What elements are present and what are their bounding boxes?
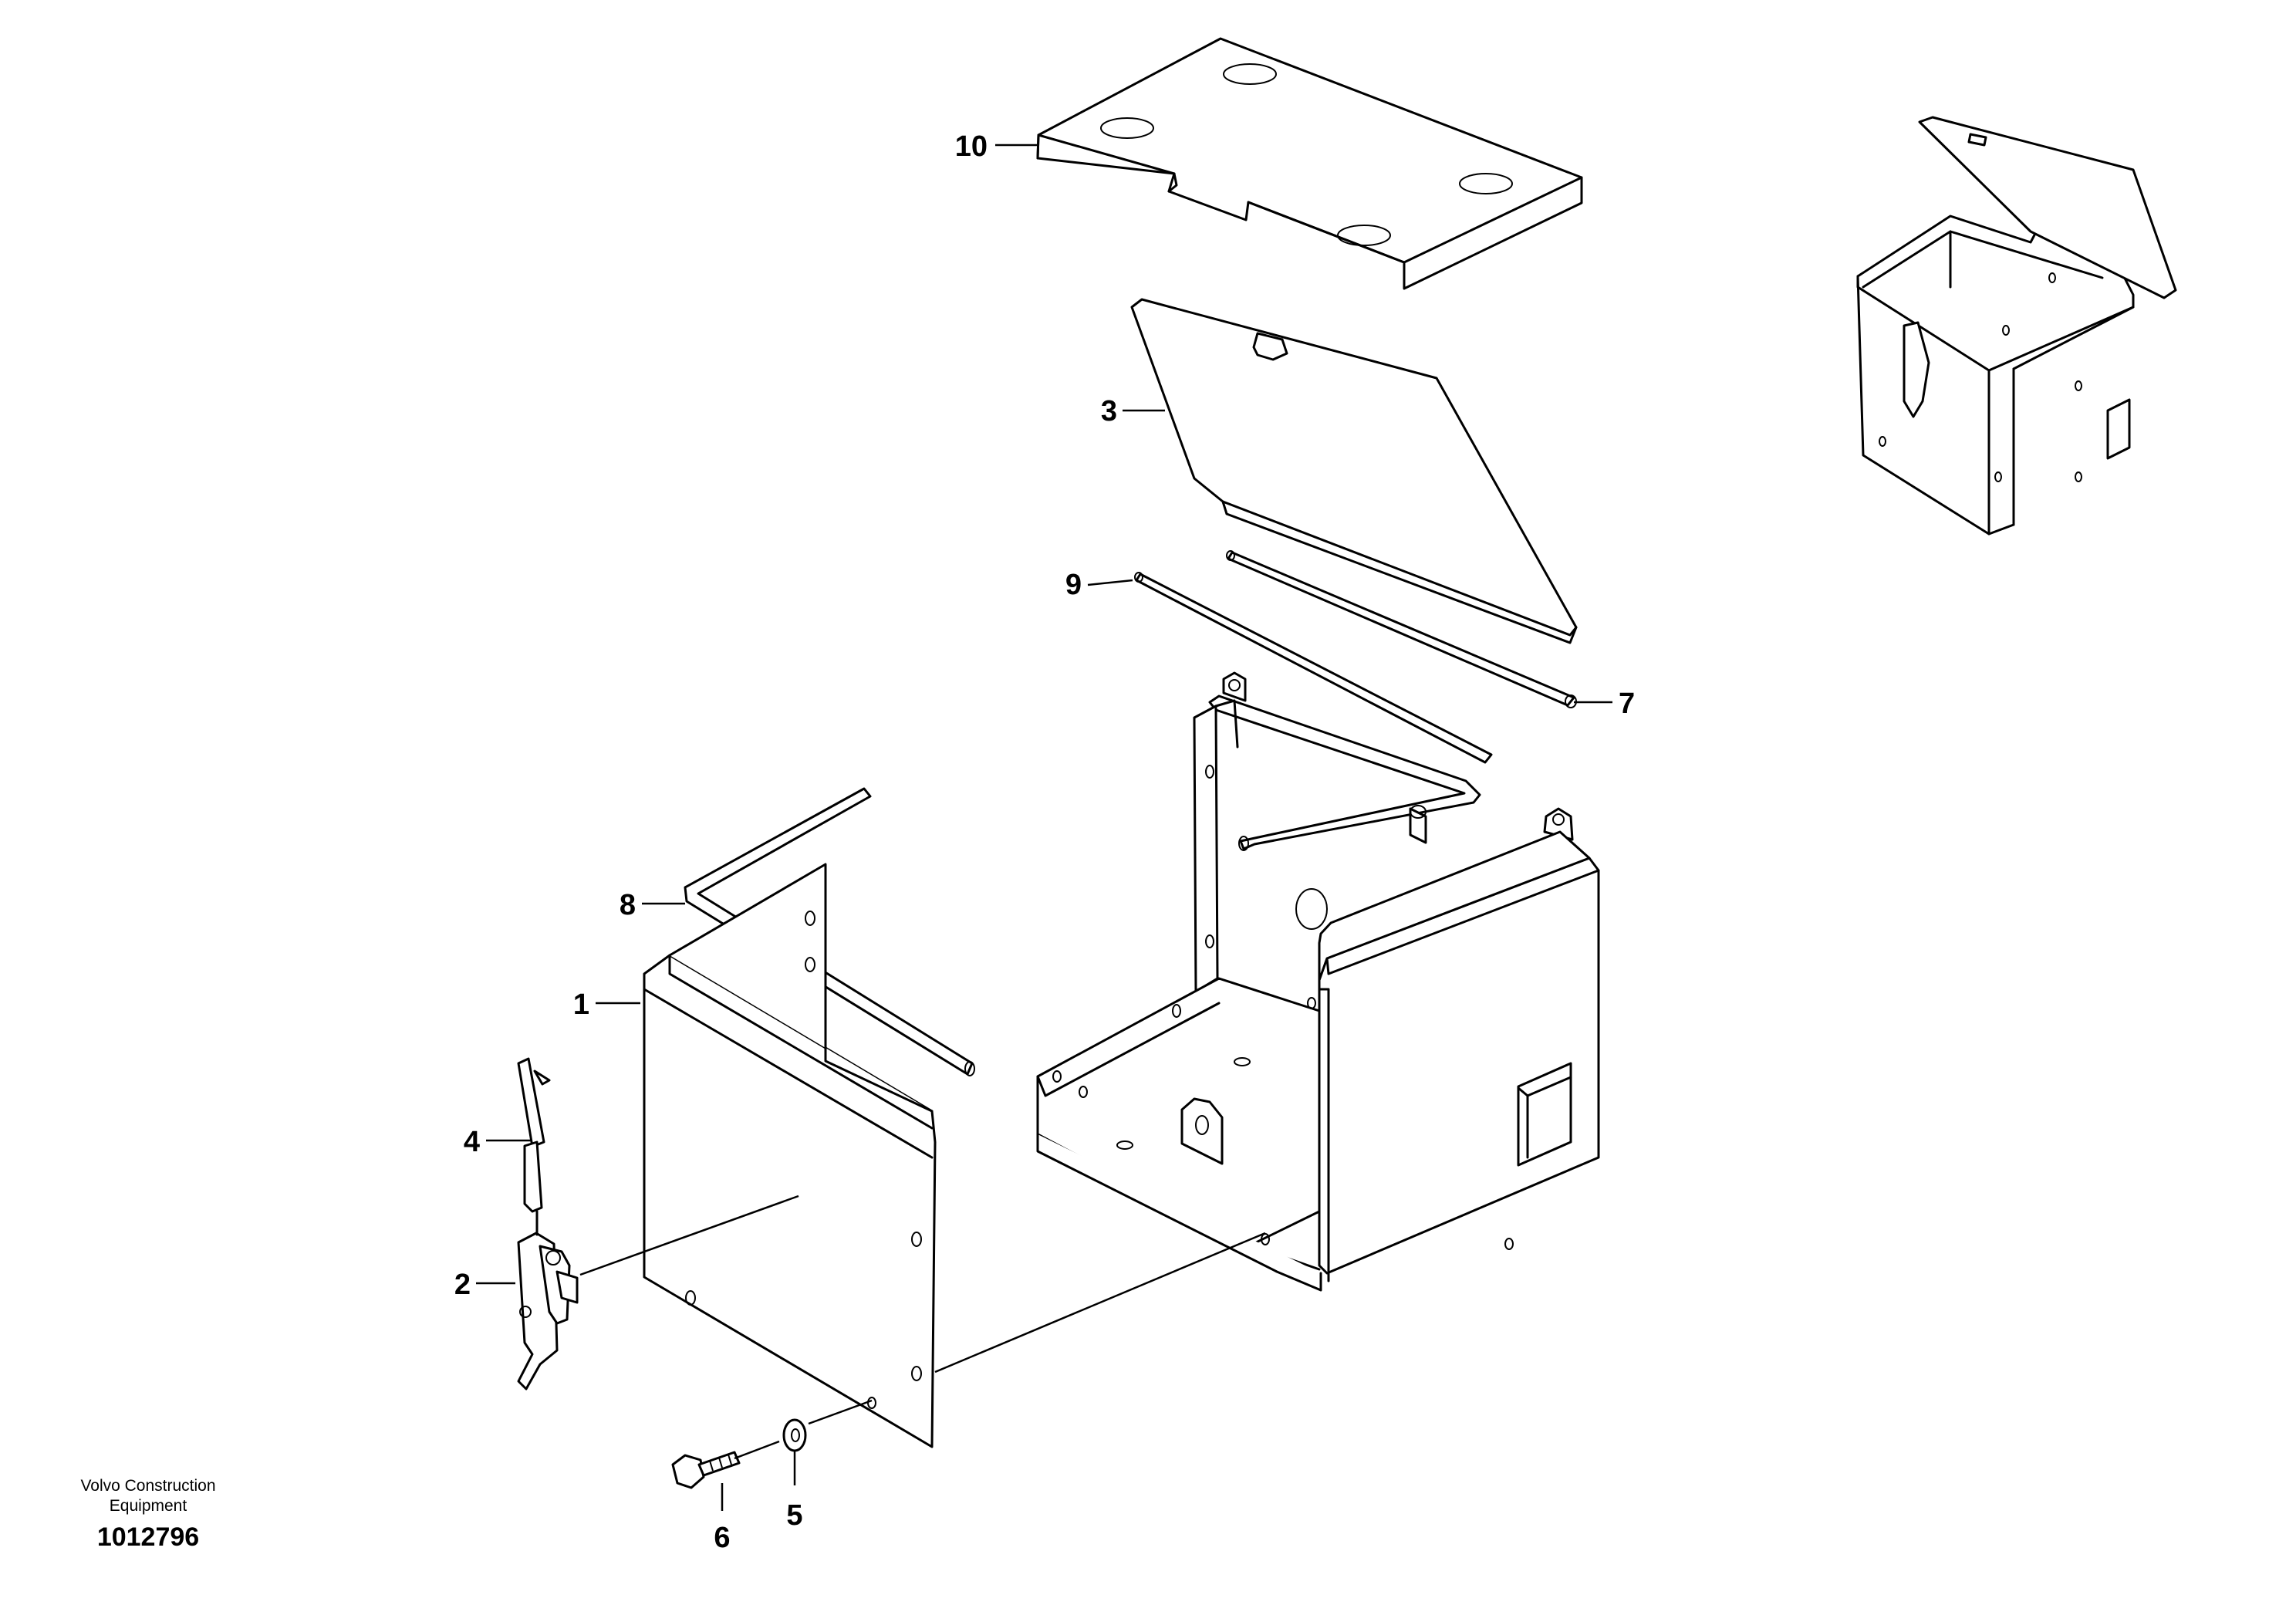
callout-2: 2 [454,1269,471,1301]
part-9-rod [1134,572,1493,764]
main-box-housing [1036,671,1600,1292]
callout-10: 10 [955,130,988,163]
part-5-washer [782,1418,807,1452]
callout-8: 8 [620,889,636,921]
callout-1: 1 [573,988,589,1021]
document-number: 1012796 [97,1522,199,1552]
part-2-latch [517,1232,579,1391]
part-8-bracket-lower [684,787,975,1076]
callout-labels: 10 3 9 7 8 1 4 2 5 6 [454,130,1635,1554]
part-10-lid-pad [1036,37,1583,290]
callout-4: 4 [464,1126,480,1158]
maker-name-line1: Volvo Construction [80,1477,215,1495]
part-4-pin [517,1057,551,1236]
part-1-side-panel [643,863,937,1448]
maker-name-line2: Equipment [110,1497,187,1515]
footer-block: Volvo Construction Equipment 1012796 [80,1477,215,1552]
part-6-bolt [671,1451,741,1489]
callout-9: 9 [1065,569,1082,601]
assembled-view-inset [1856,116,2177,536]
callout-3: 3 [1101,395,1117,427]
callout-6: 6 [714,1522,730,1554]
part-8-bracket-upper [1208,694,1481,851]
leader-lines [476,144,1612,1511]
callout-7: 7 [1619,688,1635,720]
part-3-hinged-cover [1130,298,1578,644]
callout-5: 5 [786,1499,802,1532]
